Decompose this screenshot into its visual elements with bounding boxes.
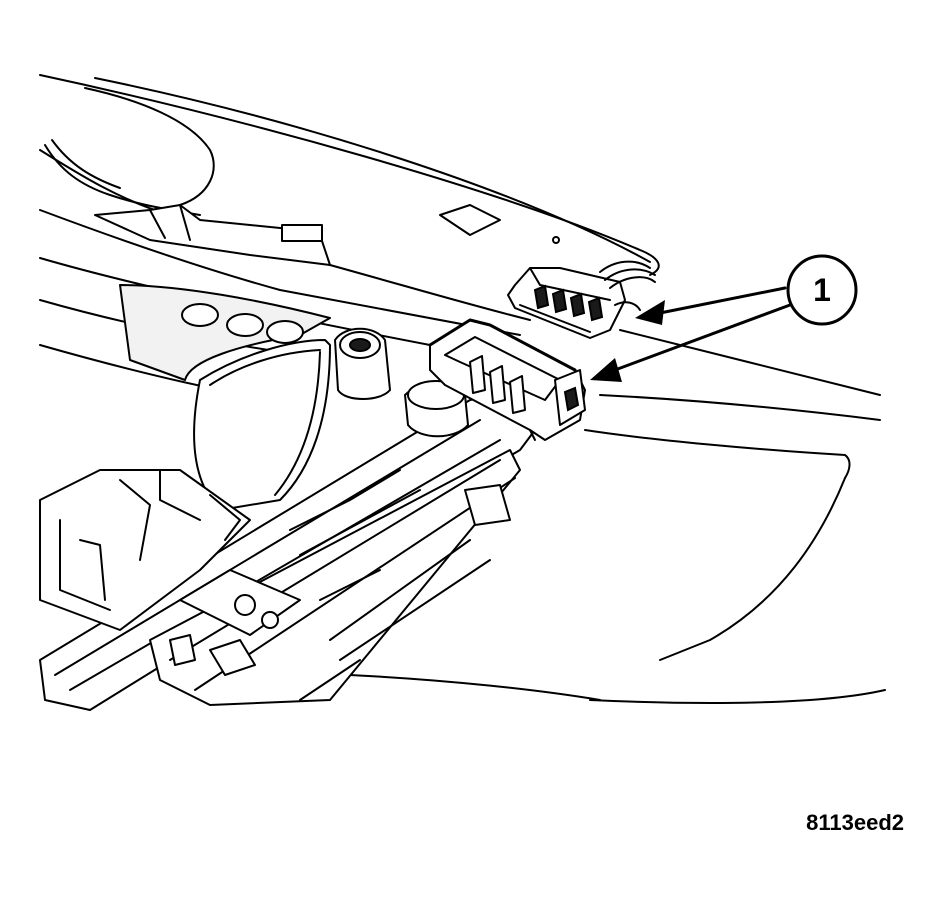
housing-plug [334, 327, 469, 438]
callout-number: 1 [813, 272, 831, 308]
arrowhead-lower [590, 358, 622, 382]
switch-connector [428, 318, 586, 441]
switch-housing [39, 339, 536, 711]
figure-id: 8113eed2 [806, 810, 904, 835]
callout-leaders [590, 286, 792, 382]
upper-trim-wiring [44, 139, 560, 266]
mounting-bracket [119, 284, 331, 381]
harness-connector [507, 260, 656, 339]
callout-bubble: 1 [786, 254, 858, 326]
arrowhead-upper [635, 300, 665, 325]
